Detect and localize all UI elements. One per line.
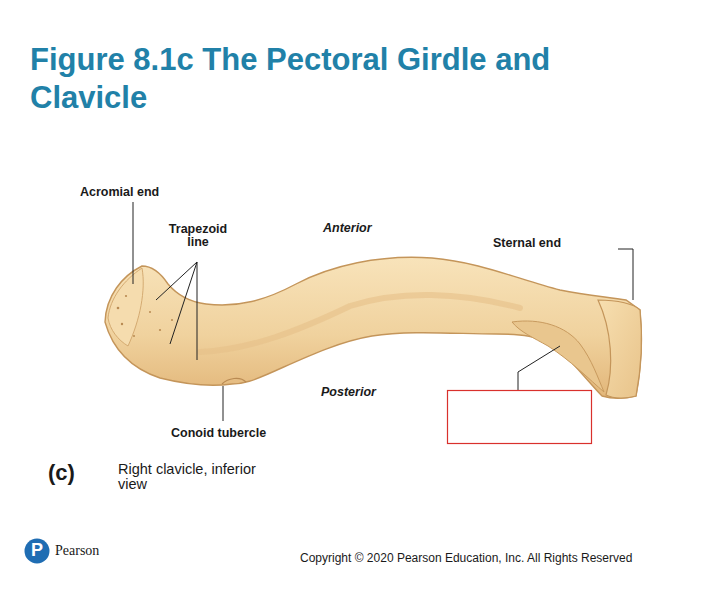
bone-texture <box>117 295 173 337</box>
leader-lines <box>133 202 633 421</box>
conoid-tubercle-bump <box>222 378 246 384</box>
direction-label: Posterior <box>321 385 376 399</box>
logo-disc <box>25 539 50 564</box>
leader-line <box>133 202 134 284</box>
part-label: Sternal end <box>493 236 561 250</box>
leader-line <box>518 346 560 390</box>
panel-letter: (c) <box>48 460 75 485</box>
direction-label: Anterior <box>323 221 372 235</box>
answer-box <box>448 391 592 444</box>
costal-impression <box>512 321 604 392</box>
publisher-name: Pearson <box>55 543 99 559</box>
sternal-bracket <box>618 249 633 300</box>
part-label: Conoid tubercle <box>171 426 266 440</box>
part-label: Acromial end <box>80 185 159 199</box>
leader-line <box>197 262 198 360</box>
leader-line <box>223 386 224 421</box>
sternal-facet <box>598 300 641 398</box>
copyright-notice: Copyright © 2020 Pearson Education, Inc.… <box>300 552 632 566</box>
clavicle-bone <box>105 257 641 398</box>
figure-title: Figure 8.1c The Pectoral Girdle and Clav… <box>30 41 670 117</box>
leader-line <box>170 262 197 344</box>
logo-letter: P <box>25 540 49 561</box>
part-label: Trapezoid line <box>158 223 238 249</box>
shaft-shading <box>200 295 520 352</box>
panel-caption: Right clavicle, inferior view <box>118 462 258 492</box>
acromial-facet <box>108 268 143 346</box>
